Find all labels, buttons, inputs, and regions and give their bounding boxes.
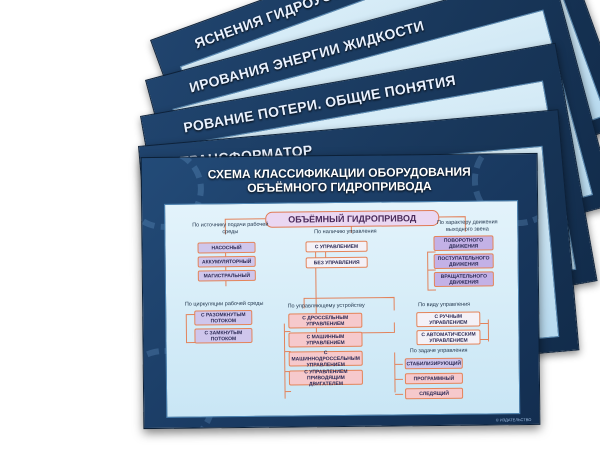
diagram-root: ОБЪЁМНЫЙ ГИДРОПРИВОД — [265, 209, 440, 228]
node-box: БЕЗ УПРАВЛЕНИЯ — [305, 256, 368, 269]
node-box: С МАШИННЫМ УПРАВЛЕНИЕМ — [288, 331, 363, 348]
category-label: По виду управления — [418, 301, 471, 309]
node-box: ПОСТУПАТЕЛЬНОГО ДВИЖЕНИЯ — [433, 253, 494, 270]
node-box: С ЗАМКНУТЫМ ПОТОКОМ — [194, 327, 253, 344]
category-label: По источнику подачи рабочей среды — [192, 221, 269, 235]
node-box: С МАШИННОДРОССЕЛЬНЫМ УПРАВЛЕНИЕМ — [288, 350, 363, 368]
front-poster: СХЕМА КЛАССИФИКАЦИИ ОБОРУДОВАНИЯ ОБЪЁМНО… — [140, 152, 541, 430]
node-box: С УПРАВЛЕНИЕМ ПРИВОДЯЩИМ ДВИГАТЕЛЕМ — [288, 368, 363, 387]
publisher-footer: © ИЗДАТЕЛЬСТВО — [495, 417, 532, 423]
node-box: НАСОСНЫЙ — [197, 241, 256, 254]
node-box: ВРАЩАТЕЛЬНОГО ДВИЖЕНИЯ — [433, 271, 494, 288]
node-box: СТАБИЛИЗИРУЮЩИЙ — [404, 357, 463, 370]
node-box: С АВТОМАТИЧЕСКИМ УПРАВЛЕНИЕМ — [416, 329, 481, 346]
category-label: По наличию управления — [314, 228, 377, 236]
node-box: С ДРОССЕЛЬНЫМ УПРАВЛЕНИЕМ — [288, 312, 363, 329]
node-box: С РУЧНЫМ УПРАВЛЕНИЕМ — [416, 311, 481, 328]
node-box: АККУМУЛЯТОРНЫЙ — [197, 255, 256, 268]
node-box: С РАЗОМКНУТЫМ ПОТОКОМ — [194, 309, 253, 326]
category-label: По задаче управления — [409, 347, 468, 355]
node-box: С УПРАВЛЕНИЕМ — [305, 240, 368, 253]
category-label: По характеру движения выходного звена — [436, 219, 498, 233]
diagram-panel: ОБЪЁМНЫЙ ГИДРОПРИВОД По источнику подачи… — [164, 200, 521, 418]
node-box: ПОВОРОТНОГО ДВИЖЕНИЯ — [433, 235, 494, 252]
node-box: ПРОГРАММНЫЙ — [404, 372, 463, 385]
node-box: МАГИСТРАЛЬНЫЙ — [197, 269, 256, 282]
poster-title: СХЕМА КЛАССИФИКАЦИИ ОБОРУДОВАНИЯ ОБЪЁМНО… — [142, 164, 537, 196]
node-box: СЛЕДЯЩИЙ — [405, 387, 464, 400]
category-label: По циркуляции рабочей среды — [184, 300, 264, 308]
category-label: По управляющему устройству — [287, 302, 365, 310]
